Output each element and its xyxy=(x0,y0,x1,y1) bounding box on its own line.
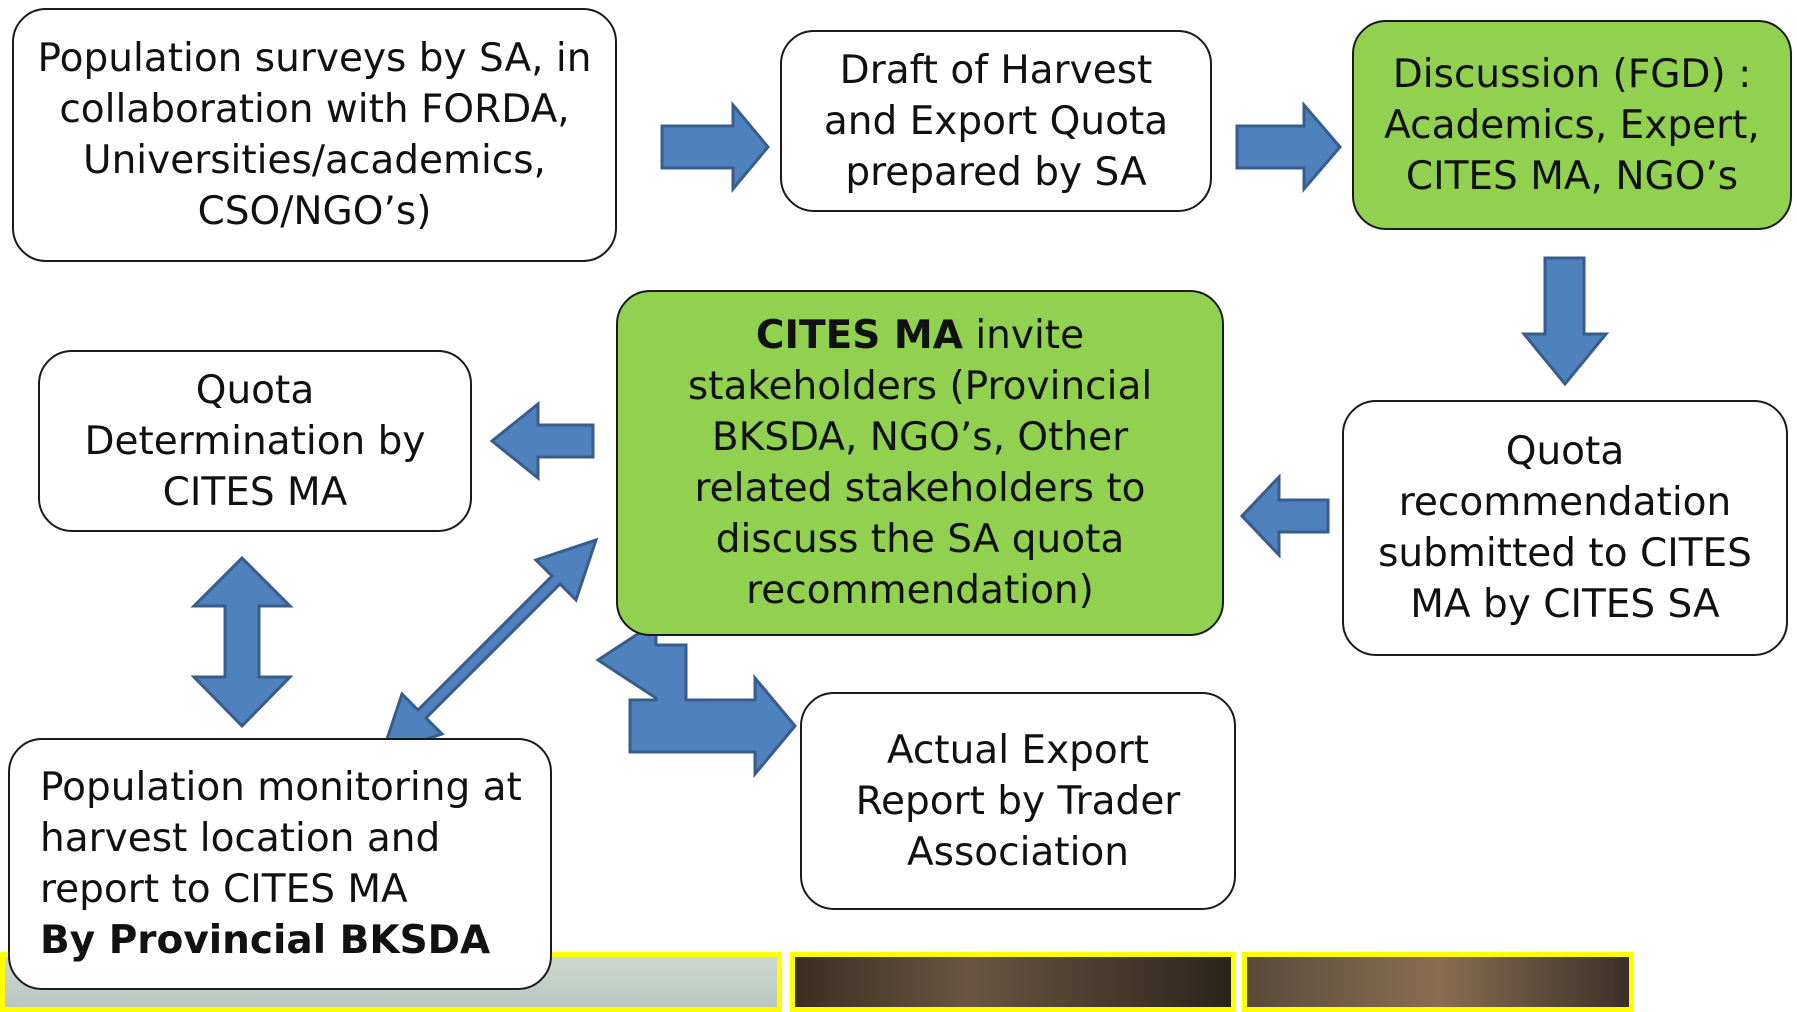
cites-ma-line-5: recommendation) xyxy=(746,568,1094,613)
surveys-line-2: collaboration with FORDA, xyxy=(59,87,570,132)
surveys-line-3: Universities/academics, xyxy=(83,138,546,183)
arrow-double-diagonal xyxy=(379,537,599,757)
quota-rec-line-3: submitted to CITES xyxy=(1378,531,1752,576)
cites-ma-line-1: stakeholders (Provincial xyxy=(687,364,1153,409)
surveys-line-1: Population surveys by SA, in xyxy=(37,36,592,81)
cites-ma-bold: CITES MA xyxy=(755,313,963,358)
export-line-2: Report by Trader xyxy=(855,778,1181,824)
surveys-line-4: CSO/NGO’s) xyxy=(197,189,432,234)
quota-det-line-2: Determination by xyxy=(84,418,426,464)
monitoring-line-2: harvest location and xyxy=(40,816,441,861)
monitoring-line-1: Population monitoring at xyxy=(40,765,522,810)
box-discussion-fgd: Discussion (FGD) : Academics, Expert, CI… xyxy=(1352,20,1792,230)
arrow-double-vertical xyxy=(190,555,294,729)
discussion-line-3: CITES MA, NGO’s xyxy=(1405,153,1739,199)
cites-ma-lead-rest: invite xyxy=(962,313,1085,358)
draft-line-2: and Export Quota xyxy=(823,98,1169,144)
box-population-surveys: Population surveys by SA, in collaborati… xyxy=(12,8,617,262)
arrow-right-2 xyxy=(1235,100,1342,194)
discussion-line-2: Academics, Expert, xyxy=(1384,102,1760,148)
monitoring-line-3: report to CITES MA xyxy=(40,867,408,912)
box-actual-export-report: Actual Export Report by Trader Associati… xyxy=(800,692,1236,910)
monitoring-bold-text: By Provincial BKSDA xyxy=(40,918,491,963)
box-population-monitoring: Population monitoring at harvest locatio… xyxy=(8,738,552,990)
quota-rec-line-1: Quota xyxy=(1505,429,1625,474)
arrow-bent-double xyxy=(595,619,797,779)
box-cites-ma-invite: CITES MA invite stakeholders (Provincial… xyxy=(616,290,1224,636)
export-line-3: Association xyxy=(906,829,1130,875)
quota-rec-line-4: MA by CITES SA xyxy=(1410,582,1720,627)
discussion-line-1: Discussion (FGD) : xyxy=(1392,51,1752,97)
cites-ma-line-2: BKSDA, NGO’s, Other xyxy=(711,415,1129,460)
box-draft-quota: Draft of Harvest and Export Quota prepar… xyxy=(780,30,1212,212)
box-quota-recommendation: Quota recommendation submitted to CITES … xyxy=(1342,400,1788,656)
arrow-right-1 xyxy=(660,100,770,194)
quota-rec-line-2: recommendation xyxy=(1398,480,1732,525)
arrow-down-1 xyxy=(1520,256,1610,387)
draft-line-1: Draft of Harvest xyxy=(839,47,1153,93)
draft-line-3: prepared by SA xyxy=(845,149,1147,195)
arrow-left-1 xyxy=(1239,473,1330,559)
quota-det-line-1: Quota xyxy=(195,367,315,413)
box-quota-determination: Quota Determination by CITES MA xyxy=(38,350,472,532)
quota-det-line-3: CITES MA xyxy=(162,469,348,515)
export-line-1: Actual Export xyxy=(886,727,1150,773)
monitoring-bold-line: By Provincial BKSDA xyxy=(40,915,522,966)
cites-ma-line-4: discuss the SA quota xyxy=(715,517,1125,562)
arrow-left-2 xyxy=(489,400,595,482)
cites-ma-lead-line: CITES MA invite xyxy=(688,310,1152,361)
cites-ma-line-3: related stakeholders to xyxy=(694,466,1146,511)
